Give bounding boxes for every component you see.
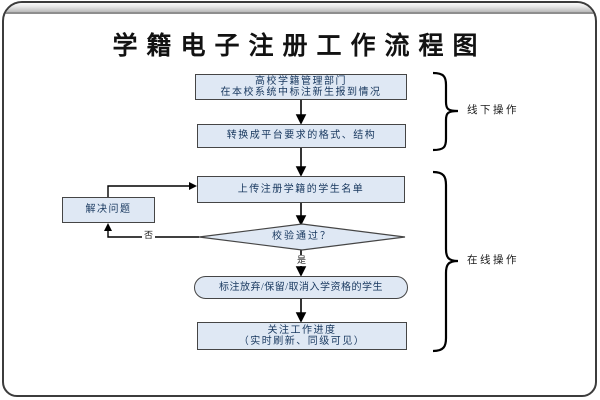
process-box-upload-list: 上传注册学籍的学生名单 — [197, 176, 405, 203]
arrow-box2-box3 — [295, 148, 307, 177]
online-section-label: 在线操作 — [467, 255, 519, 266]
process-box-solve-problem: 解决问题 — [62, 197, 155, 223]
page-title: 学籍电子注册工作流程图 — [112, 33, 487, 60]
process-box-line: （实时刷新、同级可见） — [238, 336, 366, 347]
window-top-bar — [4, 3, 595, 14]
process-box-line: 标注放弃/保留/取消入学资格的学生 — [218, 281, 384, 293]
decision-diamond-shape — [198, 223, 406, 251]
arrowhead-no-feedback — [104, 223, 112, 231]
arrowhead-solve-return — [189, 182, 197, 190]
offline-section-label: 线下操作 — [467, 105, 519, 116]
no-edge-label: 否 — [142, 230, 155, 241]
terminator-mark-qualification: 标注放弃/保留/取消入学资格的学生 — [194, 276, 408, 299]
process-box-line: 高校学籍管理部门 — [255, 75, 347, 87]
process-box-line: 在本校系统中标注新生报到情况 — [220, 87, 382, 98]
process-box-line: 解决问题 — [85, 204, 132, 216]
decision-label: 校验通过？ — [272, 231, 332, 242]
arrow-stadium-box4 — [295, 299, 307, 323]
arrow-box1-box2 — [295, 100, 307, 125]
yes-edge-label: 是 — [296, 255, 307, 266]
process-box-line: 上传注册学籍的学生名单 — [237, 183, 365, 195]
process-box-mark-newcomers: 高校学籍管理部门 在本校系统中标注新生报到情况 — [195, 74, 407, 100]
process-box-line: 转换成平台要求的格式、结构 — [226, 130, 377, 142]
arrow-box3-decision — [295, 203, 307, 226]
process-box-convert-format: 转换成平台要求的格式、结构 — [197, 124, 406, 148]
process-box-line: 关注工作进度 — [267, 324, 337, 336]
online-brace — [432, 170, 459, 353]
arrow-solve-return — [107, 185, 189, 197]
process-box-follow-progress: 关注工作进度 （实时刷新、同级可见） — [197, 322, 407, 350]
offline-brace — [432, 71, 459, 152]
arrow-no-feedback — [107, 231, 199, 238]
